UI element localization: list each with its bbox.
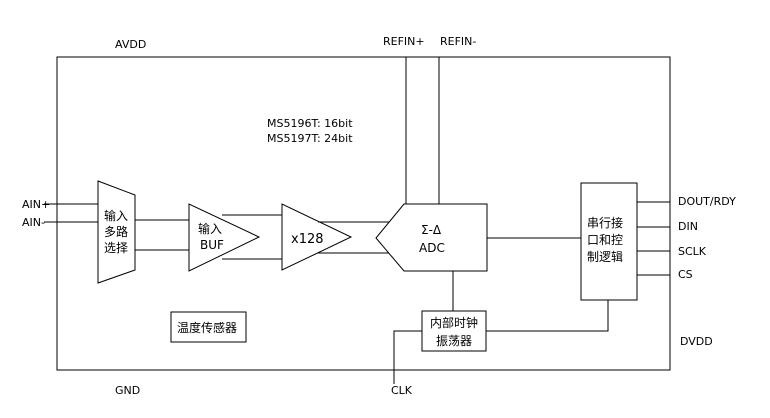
pin-cs: CS (678, 268, 693, 281)
wire-osc-serial (486, 300, 609, 332)
input-buffer (188, 203, 261, 272)
internal-oscillator (421, 310, 487, 352)
osc-label-2: 振荡器 (436, 334, 472, 348)
pin-dout: DOUT/RDY (678, 195, 736, 208)
temperature-sensor (170, 311, 247, 343)
mux-label-1: 输入 (104, 208, 128, 223)
mux-label-2: 多路 (104, 224, 128, 239)
input-mux (97, 180, 136, 284)
pga-label: x128 (291, 232, 324, 247)
buf-label-2: BUF (200, 238, 224, 252)
sigma-delta-adc (375, 203, 488, 272)
pin-gnd: GND (115, 384, 140, 397)
pin-sclk: SCLK (678, 245, 707, 258)
serial-label-1: 串行接 (587, 215, 623, 230)
mux-label-3: 选择 (104, 241, 128, 255)
note-ms5196t: MS5196T: 16bit (267, 117, 353, 130)
pin-avdd: AVDD (115, 38, 146, 51)
pga-amplifier (281, 203, 353, 271)
chip-outline (56, 56, 671, 371)
pin-refin-pos: REFIN+ (383, 35, 425, 48)
pin-refin-neg: REFIN- (440, 35, 476, 48)
adc-label-2: ADC (419, 241, 445, 255)
serial-label-2: 口和控 (587, 233, 623, 247)
pin-clk: CLK (391, 384, 413, 397)
serial-label-3: 制逻辑 (587, 250, 623, 264)
pin-din: DIN (678, 220, 698, 233)
note-ms5197t: MS5197T: 24bit (267, 132, 353, 145)
pin-ain-pos: AIN+ (22, 198, 50, 211)
osc-label-1: 内部时钟 (430, 315, 478, 330)
adc-label-1: Σ-Δ (421, 223, 442, 237)
pin-ain-neg: AIN- (22, 216, 45, 229)
wire-clk-osc (393, 330, 422, 384)
buf-label-1: 输入 (198, 221, 222, 236)
serial-interface-block (580, 182, 638, 301)
temp-label: 温度传感器 (177, 320, 237, 335)
pin-dvdd: DVDD (680, 335, 713, 348)
